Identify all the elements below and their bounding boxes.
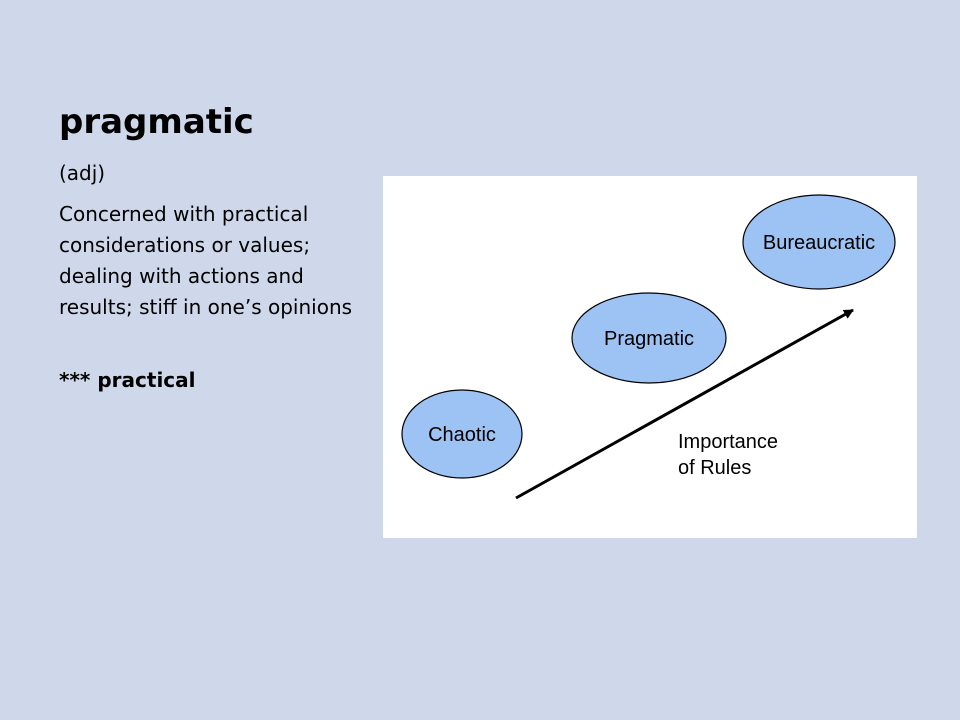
node-chaotic: Chaotic xyxy=(401,389,523,479)
node-chaotic-ellipse xyxy=(401,389,523,479)
arrow-label-line-1: Importance xyxy=(678,431,778,453)
note-prefix: *** xyxy=(59,368,91,392)
synonym-note: *** practical xyxy=(59,365,359,396)
node-bureaucratic-ellipse xyxy=(742,194,896,290)
node-chaotic-label: Chaotic xyxy=(428,424,496,446)
rules-diagram: Chaotic Pragmatic Bureaucratic Importanc… xyxy=(383,176,917,538)
definition-text: Concerned with practical considerations … xyxy=(59,202,353,319)
importance-arrow xyxy=(515,308,854,500)
rules-diagram-svg: Chaotic Pragmatic Bureaucratic Importanc… xyxy=(401,194,896,500)
part-of-speech: (adj) xyxy=(59,161,106,185)
node-pragmatic: Pragmatic xyxy=(571,292,727,384)
definition-block: (adj) Concerned with practical considera… xyxy=(59,158,359,396)
node-bureaucratic: Bureaucratic xyxy=(742,194,896,290)
node-pragmatic-ellipse xyxy=(571,292,727,384)
slide-title: pragmatic xyxy=(59,102,254,142)
note-word: practical xyxy=(97,368,196,392)
arrow-label-line-2: of Rules xyxy=(678,457,751,479)
node-bureaucratic-label: Bureaucratic xyxy=(763,232,875,254)
node-pragmatic-label: Pragmatic xyxy=(604,328,694,350)
